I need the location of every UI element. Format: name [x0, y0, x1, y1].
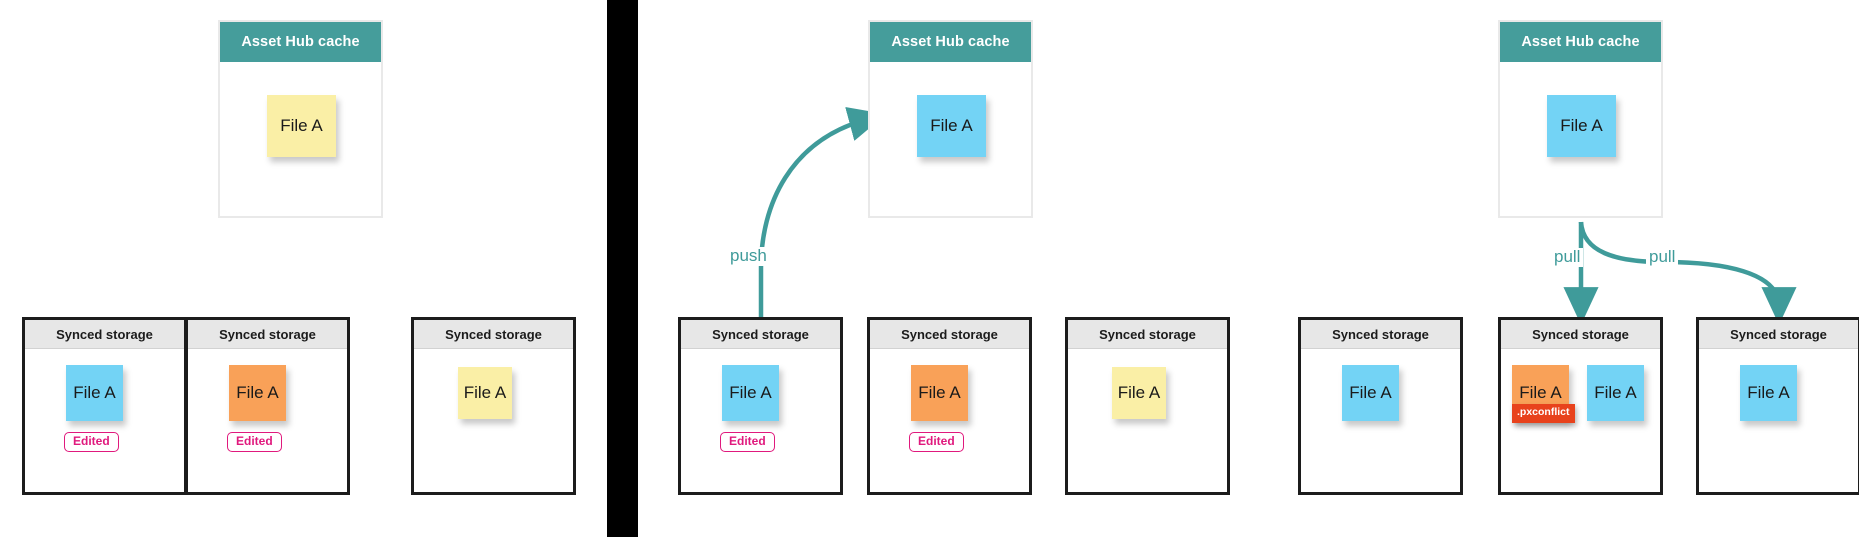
file-note-yellow[interactable]: File A	[458, 367, 512, 419]
file-note-blue[interactable]: File A	[1547, 95, 1616, 157]
storage-title: Synced storage	[1699, 320, 1858, 349]
file-note-yellow[interactable]: File A	[1112, 367, 1166, 419]
file-note-label: File A	[1747, 383, 1790, 402]
synced-storage-p2-1: Synced storage File A Edited	[678, 317, 843, 495]
file-note-blue[interactable]: File A	[722, 365, 779, 421]
status-badge-pxconflict: .pxconflict	[1512, 404, 1575, 423]
file-note-label: File A	[918, 383, 961, 402]
storage-title: Synced storage	[1501, 320, 1660, 349]
pull-label-center: pull	[1551, 247, 1584, 267]
file-note-orange[interactable]: File A	[229, 365, 286, 421]
storage-body: File A	[1301, 349, 1460, 493]
status-badge-edited: Edited	[227, 432, 282, 453]
storage-title: Synced storage	[1068, 320, 1227, 349]
storage-body: File A	[414, 349, 573, 493]
cache-title: Asset Hub cache	[1500, 22, 1661, 62]
file-note-label: File A	[1117, 383, 1161, 402]
synced-storage-p3-2: Synced storage File A .pxconflict File A	[1498, 317, 1663, 495]
synced-storage-p3-3: Synced storage File A	[1696, 317, 1859, 495]
synced-storage-p1-2: Synced storage File A Edited	[185, 317, 350, 495]
storage-title: Synced storage	[1301, 320, 1460, 349]
storage-body: File A	[1699, 349, 1858, 493]
file-note-label: File A	[236, 383, 279, 402]
status-badge-edited: Edited	[64, 432, 119, 453]
cache-body: File A	[1500, 62, 1661, 216]
storage-body: File A Edited	[681, 349, 840, 493]
status-badge-edited: Edited	[720, 432, 775, 453]
pull-label-right: pull	[1646, 247, 1679, 267]
file-note-label: File A	[1594, 383, 1637, 402]
file-note-label: File A	[280, 116, 323, 135]
file-note-label: File A	[930, 116, 973, 135]
pull-arrow-path-right	[1578, 221, 1797, 325]
push-arrow-path	[758, 106, 887, 318]
file-note-label: File A	[73, 383, 116, 402]
storage-body: File A Edited	[25, 349, 184, 493]
storage-body: File A	[1068, 349, 1227, 493]
asset-hub-cache-panel-1: Asset Hub cache File A	[218, 20, 383, 218]
file-note-label: File A	[463, 383, 507, 402]
cache-body: File A	[870, 62, 1031, 216]
file-note-label: File A	[729, 383, 772, 402]
synced-storage-p2-3: Synced storage File A	[1065, 317, 1230, 495]
asset-hub-cache-panel-2: Asset Hub cache File A	[868, 20, 1033, 218]
synced-storage-p2-2: Synced storage File A Edited	[867, 317, 1032, 495]
synced-storage-p1-3: Synced storage File A	[411, 317, 576, 495]
file-note-blue[interactable]: File A	[1342, 365, 1399, 421]
file-note-blue[interactable]: File A	[1740, 365, 1797, 421]
file-note-blue[interactable]: File A	[1587, 365, 1644, 421]
storage-title: Synced storage	[681, 320, 840, 349]
asset-hub-cache-panel-3: Asset Hub cache File A	[1498, 20, 1663, 218]
status-badge-edited: Edited	[909, 432, 964, 453]
cache-title: Asset Hub cache	[220, 22, 381, 62]
cache-body: File A	[220, 62, 381, 216]
file-note-label: File A	[1519, 383, 1562, 402]
file-note-orange[interactable]: File A	[911, 365, 968, 421]
file-note-blue[interactable]: File A	[66, 365, 123, 421]
file-note-yellow[interactable]: File A	[267, 95, 336, 157]
file-note-label: File A	[1349, 383, 1392, 402]
storage-title: Synced storage	[188, 320, 347, 349]
synced-storage-p3-1: Synced storage File A	[1298, 317, 1463, 495]
push-label: push	[727, 246, 770, 266]
storage-title: Synced storage	[25, 320, 184, 349]
panel-divider	[607, 0, 638, 537]
file-note-label: File A	[1560, 116, 1603, 135]
storage-body: File A Edited	[188, 349, 347, 493]
file-note-blue[interactable]: File A	[917, 95, 986, 157]
storage-title: Synced storage	[870, 320, 1029, 349]
storage-title: Synced storage	[414, 320, 573, 349]
storage-body: File A .pxconflict File A	[1501, 349, 1660, 493]
cache-title: Asset Hub cache	[870, 22, 1031, 62]
synced-storage-p1-1: Synced storage File A Edited	[22, 317, 187, 495]
storage-body: File A Edited	[870, 349, 1029, 493]
